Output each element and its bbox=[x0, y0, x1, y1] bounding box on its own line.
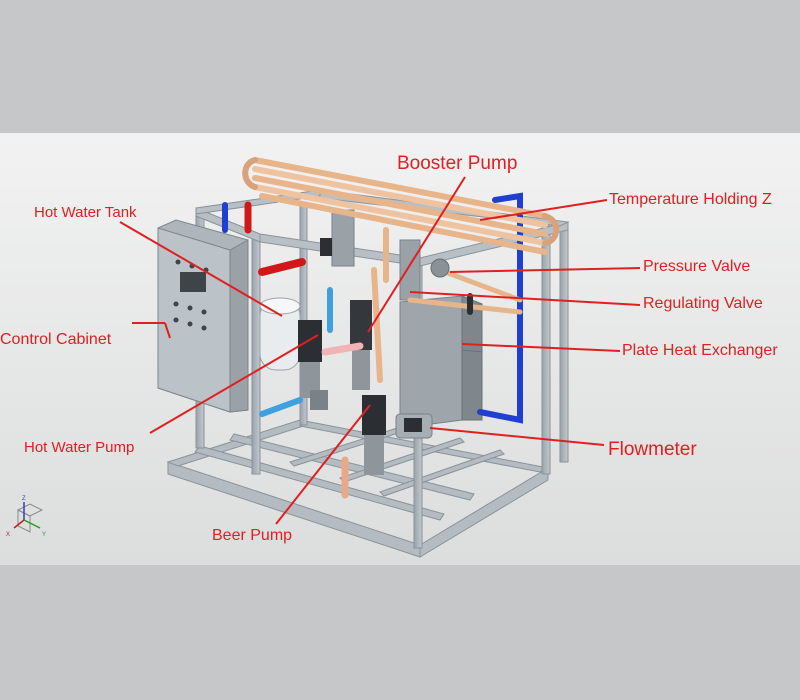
hot-water-tank bbox=[259, 297, 301, 371]
pasteurizer-model: Z X Y bbox=[0, 133, 800, 565]
label-regulating-valve: Regulating Valve bbox=[643, 295, 763, 312]
control-cabinet bbox=[157, 219, 249, 413]
plate-heat-exchanger bbox=[399, 295, 483, 429]
label-booster-pump: Booster Pump bbox=[397, 153, 518, 174]
label-control-cabinet: Control Cabinet bbox=[0, 331, 112, 348]
base-frame bbox=[166, 419, 550, 558]
label-pressure-valve: Pressure Valve bbox=[643, 258, 751, 275]
axis-z-label: Z bbox=[22, 496, 26, 502]
cad-viewport: Z X Y bbox=[0, 133, 800, 565]
label-hot-water-tank: Hot Water Tank bbox=[34, 204, 137, 221]
label-flowmeter: Flowmeter bbox=[608, 439, 697, 460]
leader-lines bbox=[119, 176, 641, 525]
label-plate-heat-exchanger: Plate Heat Exchanger bbox=[622, 342, 778, 359]
holding-tubes bbox=[242, 157, 560, 255]
axis-triad: Z X Y bbox=[6, 496, 46, 538]
axis-y-label: Y bbox=[42, 532, 46, 538]
flowmeter-body bbox=[395, 413, 433, 439]
label-hot-water-pump: Hot Water Pump bbox=[24, 439, 135, 456]
pipes bbox=[222, 192, 523, 499]
pressure-valve-body bbox=[430, 258, 450, 278]
axis-x-label: X bbox=[6, 532, 10, 538]
label-beer-pump: Beer Pump bbox=[212, 527, 293, 544]
label-temperature-holding: Temperature Holding Z bbox=[609, 191, 772, 208]
